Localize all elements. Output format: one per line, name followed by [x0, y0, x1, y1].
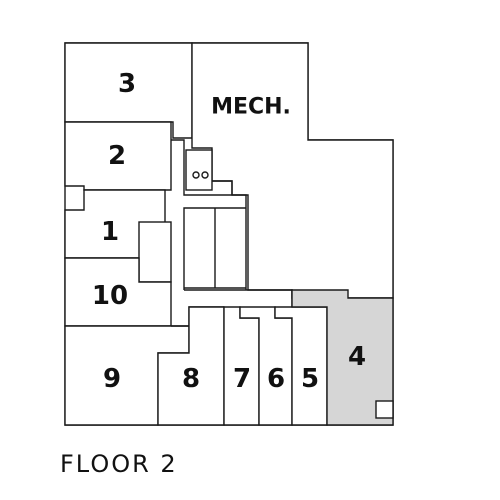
room-label-10: 10 — [92, 281, 128, 311]
elevator-box — [185, 149, 213, 191]
room-label-8: 8 — [182, 364, 200, 394]
core-step — [212, 180, 233, 195]
room-label-9: 9 — [103, 364, 121, 394]
room-label-7: 7 — [233, 364, 251, 394]
room-1-closet — [138, 221, 172, 283]
core-outline — [171, 139, 247, 290]
room-label-4: 4 — [348, 342, 366, 372]
room-4[interactable] — [291, 289, 394, 426]
floor-label: FLOOR 2 — [60, 450, 178, 478]
room-label-3: 3 — [118, 69, 136, 99]
room-label-mech: MECH. — [211, 95, 291, 120]
room-label-1: 1 — [101, 217, 119, 247]
room-label-2: 2 — [108, 141, 126, 171]
fixture-icon — [192, 171, 200, 179]
fixture-icon — [201, 171, 209, 179]
room-label-6: 6 — [267, 364, 285, 394]
room-4-closet — [375, 400, 394, 419]
room-label-5: 5 — [301, 364, 319, 394]
